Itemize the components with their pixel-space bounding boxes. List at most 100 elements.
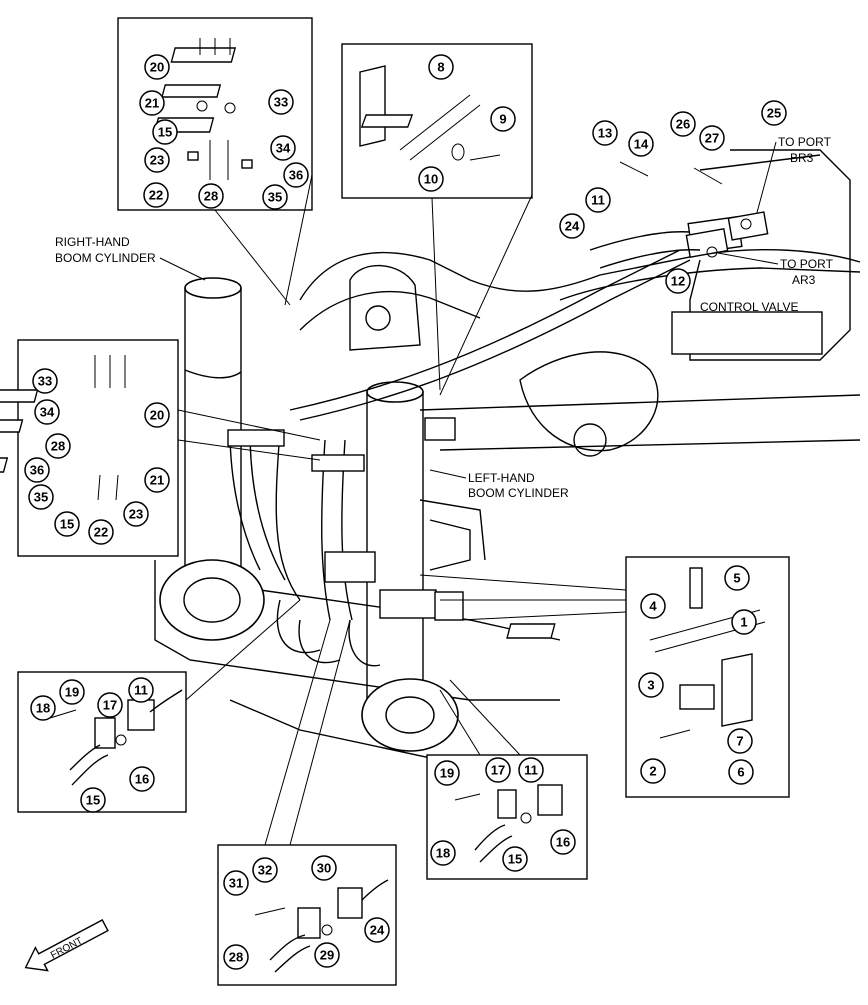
callout-bubble: 35 xyxy=(262,184,288,210)
callout-bubble: 20 xyxy=(144,402,170,428)
callout-bubble: 5 xyxy=(724,565,750,591)
callout-number: 16 xyxy=(556,835,570,850)
callout-bubble: 36 xyxy=(283,162,309,188)
callout-circle xyxy=(502,846,528,872)
callout-circle xyxy=(30,695,56,721)
callout-number: 33 xyxy=(274,95,288,110)
callout-circle xyxy=(223,870,249,896)
callout-number: 23 xyxy=(129,507,143,522)
callout-circle xyxy=(144,402,170,428)
callout-number: 22 xyxy=(94,525,108,540)
callout-circle xyxy=(252,857,278,883)
callout-number: 15 xyxy=(86,793,100,808)
callout-bubble: 28 xyxy=(223,944,249,970)
callout-number: 20 xyxy=(150,408,164,423)
callout-number: 35 xyxy=(34,490,48,505)
callout-number: 25 xyxy=(767,106,781,121)
callout-number: 21 xyxy=(145,96,159,111)
callout-bubble: 28 xyxy=(45,433,71,459)
callout-circle xyxy=(314,942,340,968)
callout-bubble: 19 xyxy=(59,679,85,705)
callout-number: 19 xyxy=(65,685,79,700)
callout-circle xyxy=(28,484,54,510)
callout-circle xyxy=(123,501,149,527)
callout-bubble: 22 xyxy=(88,519,114,545)
callout-number: 10 xyxy=(424,172,438,187)
callout-bubble: 17 xyxy=(97,692,123,718)
callout-bubble: 3 xyxy=(638,672,664,698)
callout-number: 29 xyxy=(320,948,334,963)
callout-bubble: 14 xyxy=(628,131,654,157)
front-arrow: FRONT xyxy=(24,919,109,972)
callout-bubble: 11 xyxy=(128,677,154,703)
callout-bubble: 35 xyxy=(28,484,54,510)
callout-bubble: 13 xyxy=(592,120,618,146)
callout-number: 23 xyxy=(150,153,164,168)
callout-bubble: 4 xyxy=(640,593,666,619)
callout-bubble: 33 xyxy=(268,89,294,115)
callout-circle xyxy=(727,728,753,754)
callout-bubble: 15 xyxy=(152,119,178,145)
callout-circle xyxy=(640,593,666,619)
cylinder-labels: RIGHT-HAND BOOM CYLINDER LEFT-HAND BOOM … xyxy=(55,135,834,500)
callout-number: 36 xyxy=(30,463,44,478)
port-br-label-2: BR3 xyxy=(790,151,814,165)
callout-number: 26 xyxy=(676,117,690,132)
callout-circle xyxy=(490,106,516,132)
inset-top-center xyxy=(341,43,533,396)
inset-bottom-left xyxy=(17,599,301,813)
callout-bubble: 34 xyxy=(270,135,296,161)
callout-circle xyxy=(628,131,654,157)
callout-circle xyxy=(128,677,154,703)
callout-circle xyxy=(761,100,787,126)
callout-number: 5 xyxy=(733,571,740,586)
callout-circle xyxy=(638,672,664,698)
callout-bubble: 2 xyxy=(640,758,666,784)
callout-circle xyxy=(97,692,123,718)
callout-bubble: 18 xyxy=(30,695,56,721)
callout-bubble: 9 xyxy=(490,106,516,132)
port-br-label-1: TO PORT xyxy=(778,135,832,149)
callout-circle xyxy=(262,184,288,210)
callout-bubble: 6 xyxy=(728,759,754,785)
callout-circle xyxy=(45,433,71,459)
callout-circle xyxy=(430,840,456,866)
callout-circle xyxy=(139,90,165,116)
callout-bubble: 24 xyxy=(559,213,585,239)
callout-circle xyxy=(699,125,725,151)
callout-number: 11 xyxy=(134,683,148,698)
callout-circle xyxy=(223,944,249,970)
callout-circle xyxy=(80,787,106,813)
callout-circle xyxy=(728,759,754,785)
callout-bubble: 22 xyxy=(143,182,169,208)
callout-number: 9 xyxy=(499,112,506,127)
callout-number: 12 xyxy=(671,274,685,289)
callout-number: 28 xyxy=(204,189,218,204)
callout-circle xyxy=(485,757,511,783)
port-hoses xyxy=(589,161,769,269)
callout-number: 17 xyxy=(103,698,117,713)
callout-circle xyxy=(198,183,224,209)
callout-bubble: 16 xyxy=(129,766,155,792)
callout-bubble: 21 xyxy=(144,467,170,493)
left-cylinder-label-1: LEFT-HAND xyxy=(468,471,535,485)
callout-circle xyxy=(559,213,585,239)
callout-number: 11 xyxy=(591,193,605,208)
callout-circle xyxy=(88,519,114,545)
callout-bubble: 28 xyxy=(198,183,224,209)
callout-bubble: 23 xyxy=(123,501,149,527)
callout-circle xyxy=(144,467,170,493)
callout-bubble: 15 xyxy=(54,511,80,537)
callout-circle xyxy=(54,511,80,537)
callout-circle xyxy=(364,917,390,943)
callout-bubble: 27 xyxy=(699,125,725,151)
callout-bubble: 21 xyxy=(139,90,165,116)
callout-bubble: 30 xyxy=(311,855,337,881)
callout-number: 15 xyxy=(60,517,74,532)
callout-circle xyxy=(434,760,460,786)
callout-bubble: 17 xyxy=(485,757,511,783)
callout-bubble: 34 xyxy=(34,399,60,425)
